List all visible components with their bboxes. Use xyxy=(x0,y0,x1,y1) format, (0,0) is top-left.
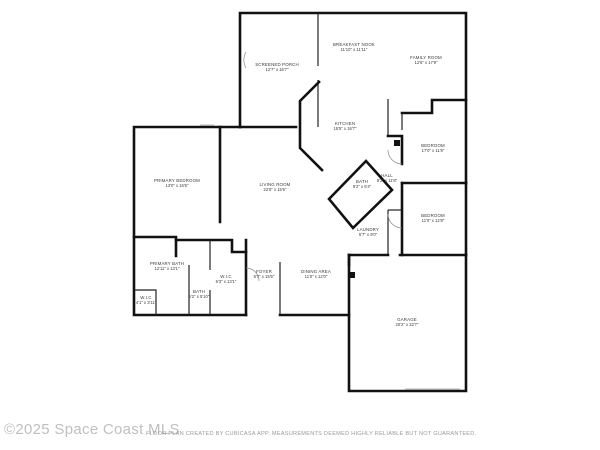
exterior-walls xyxy=(132,11,468,393)
door-swing-bed2 xyxy=(387,213,403,229)
room-name-wic-2: W.I.C xyxy=(140,295,151,300)
room-dims-laundry: 5'7" x 9'0" xyxy=(359,232,378,237)
openings xyxy=(200,51,460,390)
room-name-bath: BATH xyxy=(356,179,368,184)
room-labels: SCREENED PORCH 12'7" x 16'7" BREAKFAST N… xyxy=(136,42,445,327)
wall-garage xyxy=(347,253,468,393)
room-name-primary-bath: PRIMARY BATH xyxy=(150,261,184,266)
room-name-bedroom-2: BEDROOM xyxy=(421,213,445,218)
room-name-foyer: FOYER xyxy=(256,269,272,274)
room-dims-breakfast-nook: 11'10" x 11'11" xyxy=(341,47,368,52)
hall-post xyxy=(394,140,400,146)
room-name-screened-porch: SCREENED PORCH xyxy=(255,62,299,67)
room-dims-dining-area: 11'0" x 12'0" xyxy=(305,274,328,279)
wall-kitchen-counter xyxy=(387,99,400,137)
room-name-living-room: LIVING ROOM xyxy=(260,182,291,187)
garage-post xyxy=(349,272,355,278)
door-swing-porch xyxy=(243,51,247,69)
room-name-bath-2: BATH xyxy=(193,289,205,294)
room-name-bedroom-1: BEDROOM xyxy=(421,143,445,148)
wall-kitchen-island xyxy=(298,80,324,172)
room-dims-bath-2: 5'2" x 5'10" xyxy=(189,294,210,299)
room-name-laundry: LAUNDRY xyxy=(357,227,379,232)
room-dims-family-room: 12'6" x 17'9" xyxy=(415,60,438,65)
room-dims-wic-2: 4'1" x 3'11" xyxy=(136,300,157,305)
room-dims-foyer: 6'7" x 15'5" xyxy=(254,274,275,279)
room-dims-kitchen: 15'5" x 16'7" xyxy=(334,126,357,131)
room-dims-primary-bath: 12'11" x 13'1" xyxy=(155,266,180,271)
room-dims-living-room: 22'6" x 15'6" xyxy=(264,187,287,192)
door-swing-foyer xyxy=(245,267,260,282)
floor-plan-credit: FLOOR PLAN CREATED BY CUBICASA APP. MEAS… xyxy=(146,431,477,437)
wall-bed1-top xyxy=(400,98,468,115)
wall-top-wing xyxy=(238,11,468,185)
wall-hall-bed1 xyxy=(386,134,404,166)
mls-watermark: ©2025 Space Coast MLS xyxy=(4,421,180,438)
room-name-wic-1: W.I.C xyxy=(220,274,231,279)
room-dims-bedroom-2: 11'0" x 12'8" xyxy=(422,218,445,223)
room-name-hall: HALL xyxy=(381,173,393,178)
room-dims-primary-bedroom: 13'0" x 16'6" xyxy=(166,183,189,188)
room-name-garage: GARAGE xyxy=(397,317,417,322)
room-name-family-room: FAMILY ROOM xyxy=(410,55,442,60)
wall-primary-bath-top xyxy=(132,235,178,258)
room-name-dining-area: DINING AREA xyxy=(301,269,331,274)
wall-bath-diamond xyxy=(327,159,394,230)
room-dims-garage: 20'2" x 22'7" xyxy=(396,322,419,327)
room-name-primary-bedroom: PRIMARY BEDROOM xyxy=(154,178,200,183)
room-name-breakfast-nook: BREAKFAST NOOK xyxy=(333,42,375,47)
room-dims-wic-1: 6'3" x 13'1" xyxy=(216,279,237,284)
wall-wic-small xyxy=(134,289,157,315)
room-dims-screened-porch: 12'7" x 16'7" xyxy=(266,67,289,72)
door-swing-bed1 xyxy=(387,149,403,165)
wall-left-wing xyxy=(132,125,248,317)
room-name-kitchen: KITCHEN xyxy=(335,121,355,126)
interior-walls xyxy=(132,13,468,317)
wall-wic-top xyxy=(174,238,248,254)
room-dims-bedroom-1: 17'0" x 11'8" xyxy=(422,148,445,153)
room-dims-bath: 9'2" x 5'4" xyxy=(353,184,372,189)
room-dims-hall: 8'2" x 11'8" xyxy=(377,178,398,183)
